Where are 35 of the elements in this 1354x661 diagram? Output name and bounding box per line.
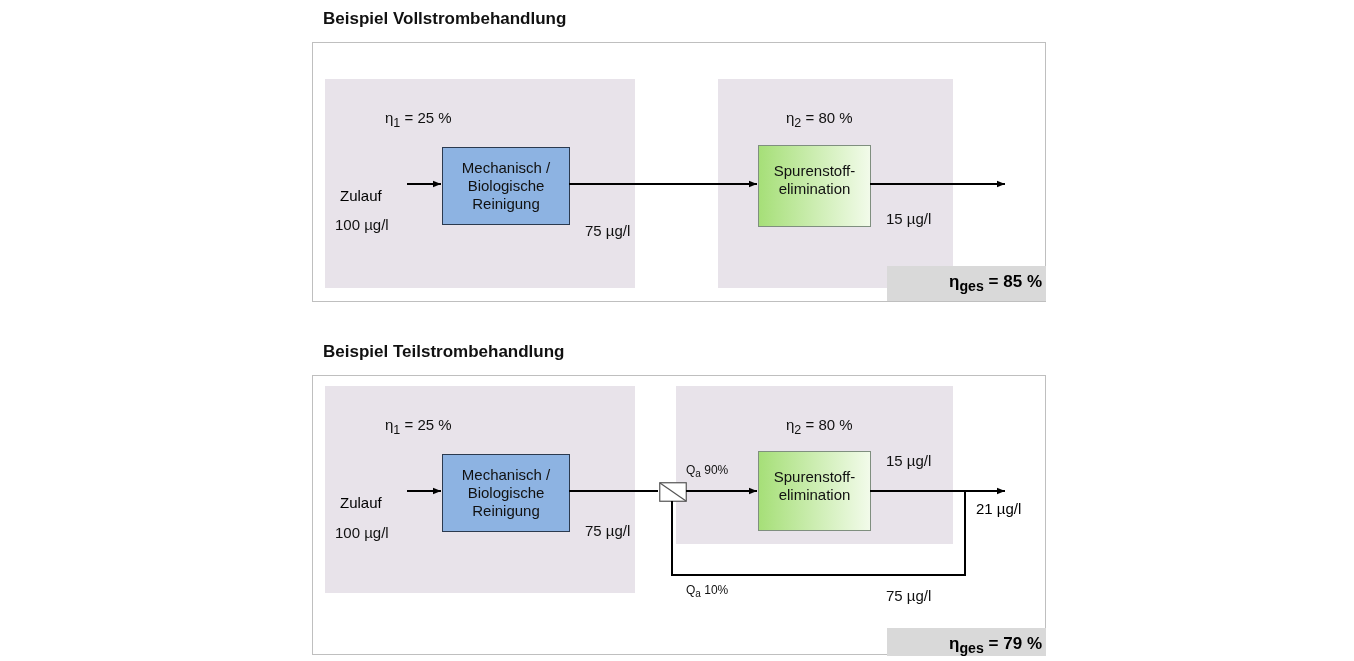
concentration-label: 100 µg/l xyxy=(335,524,389,542)
process-box: Spurenstoff- elimination xyxy=(758,145,871,227)
process-box: Mechanisch / Biologische Reinigung xyxy=(442,147,570,225)
concentration-label: 15 µg/l xyxy=(886,210,932,228)
panel-heading: Beispiel Vollstrombehandlung xyxy=(323,9,567,29)
efficiency-label: η$_{1}$ = 25 % xyxy=(385,416,452,437)
stage-band xyxy=(676,386,953,544)
edge-label: Q$_{a}$ 90% xyxy=(686,462,729,482)
process-box: Spurenstoff- elimination xyxy=(758,451,871,531)
flow-arrow xyxy=(869,180,1006,188)
efficiency-label: η$_{2}$ = 80 % xyxy=(786,416,853,437)
inlet-label: Zulauf xyxy=(340,492,408,514)
total-efficiency-box: η$_{ges}$ = 85 % xyxy=(887,266,1046,301)
flow-line xyxy=(671,490,966,576)
flow-arrow xyxy=(406,487,442,495)
process-box: Mechanisch / Biologische Reinigung xyxy=(442,454,570,532)
inlet-label: Zulauf xyxy=(340,185,408,207)
flow-arrow xyxy=(685,487,758,495)
edge-label: Q$_{a}$ 10% xyxy=(686,582,729,602)
concentration-label: 75 µg/l xyxy=(886,587,932,605)
stage-band xyxy=(325,386,635,593)
concentration-label: 15 µg/l xyxy=(886,452,932,470)
concentration-label: 75 µg/l xyxy=(585,222,631,240)
stage-band xyxy=(325,79,635,288)
concentration-label: 100 µg/l xyxy=(335,216,389,234)
flow-arrow xyxy=(869,487,1006,495)
total-efficiency-box: η$_{ges}$ = 79 % xyxy=(887,628,1046,656)
flow-arrow xyxy=(568,180,758,188)
efficiency-label: η$_{2}$ = 80 % xyxy=(786,109,853,130)
flow-arrow xyxy=(406,180,442,188)
flow-line xyxy=(568,490,659,492)
concentration-label: 75 µg/l xyxy=(585,522,631,540)
concentration-label: 21 µg/l xyxy=(976,500,1022,517)
efficiency-label: η$_{1}$ = 25 % xyxy=(385,109,452,130)
panel-heading: Beispiel Teilstrombehandlung xyxy=(323,342,565,362)
